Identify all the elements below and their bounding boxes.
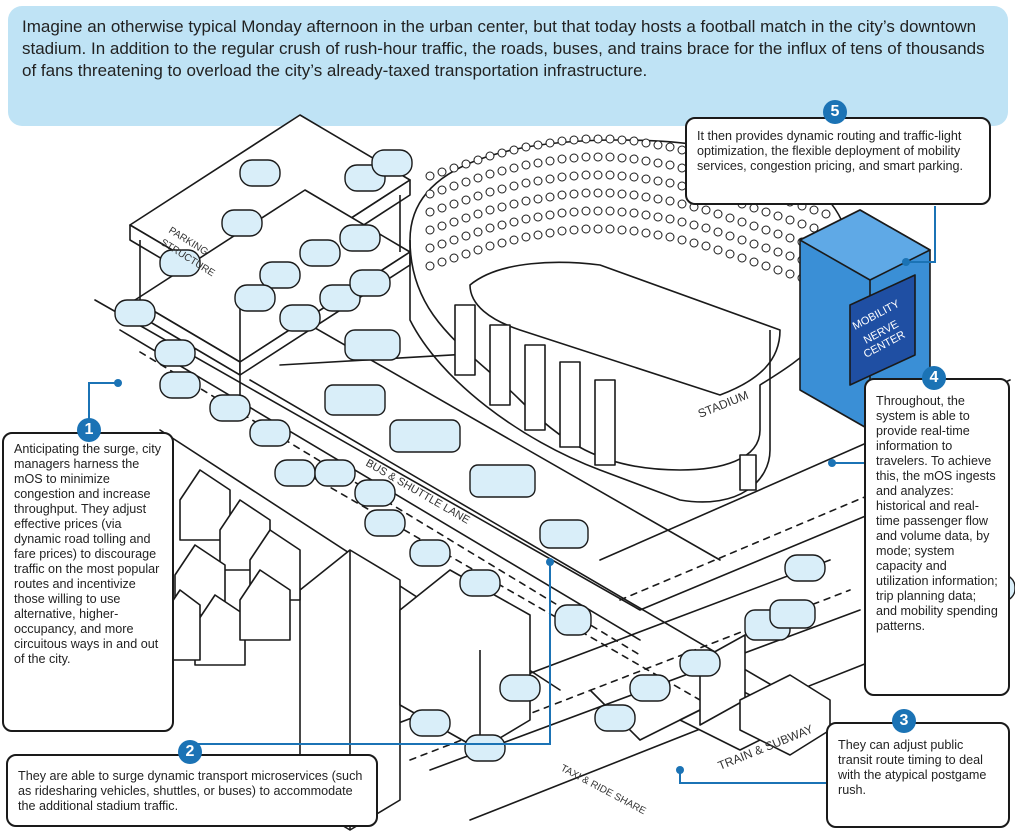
bus (344, 329, 401, 361)
car (154, 339, 196, 367)
car (221, 209, 263, 237)
car (319, 284, 361, 312)
taxi-label: TAXI & RIDE SHARE (559, 763, 648, 817)
stadium-gate (454, 304, 476, 376)
callout-1: Anticipating the surge, city managers ha… (2, 432, 174, 732)
leader-dot (114, 379, 122, 387)
callout-1-badge: 1 (77, 418, 101, 442)
callout-5: It then provides dynamic routing and tra… (685, 117, 991, 205)
stadium-door (739, 454, 757, 491)
callout-4: Throughout, the system is able to provid… (864, 378, 1010, 696)
car (209, 394, 251, 422)
stadium-wall (409, 240, 771, 503)
bus (389, 419, 461, 453)
car (784, 554, 826, 582)
callout-2-badge: 2 (178, 740, 202, 764)
callout-2-text: They are able to surge dynamic transport… (18, 769, 363, 813)
callout-1-text: Anticipating the surge, city managers ha… (14, 442, 162, 666)
car (459, 569, 501, 597)
car (629, 674, 671, 702)
stadium-gate (559, 361, 581, 448)
intro-panel: Imagine an otherwise typical Monday afte… (8, 6, 1008, 126)
house (239, 569, 291, 641)
car (409, 709, 451, 737)
leader-line-5 (906, 206, 936, 263)
stadium-gate (489, 324, 511, 406)
road-edge (469, 649, 901, 821)
car (279, 304, 321, 332)
callout-5-badge: 5 (823, 100, 847, 124)
intro-text: Imagine an otherwise typical Monday afte… (22, 17, 985, 80)
mobility-nerve-center (799, 209, 931, 431)
callout-3: They can adjust public transit route tim… (826, 722, 1010, 828)
car (249, 419, 291, 447)
stadium-gate (524, 344, 546, 431)
road-center-line (619, 439, 1001, 601)
car (159, 371, 201, 399)
road-edge (249, 379, 781, 691)
leader-dot (546, 558, 554, 566)
stadium-crowd (425, 134, 831, 291)
callout-3-text: They can adjust public transit route tim… (838, 738, 987, 797)
leader-dot (828, 459, 836, 467)
car (679, 649, 721, 677)
vehicles (114, 149, 1015, 762)
car (339, 224, 381, 252)
car (114, 299, 156, 327)
car (349, 269, 391, 297)
car (259, 261, 301, 289)
car (314, 459, 356, 487)
car (464, 734, 506, 762)
stadium-field (469, 261, 781, 396)
callout-2: They are able to surge dynamic transport… (6, 754, 378, 827)
bus (324, 384, 386, 416)
leader-dot (676, 766, 684, 774)
shuttle (539, 519, 589, 549)
car (159, 249, 201, 277)
bus (469, 464, 536, 498)
car (409, 539, 451, 567)
car (594, 704, 636, 732)
car (239, 159, 281, 187)
car (364, 509, 406, 537)
callout-5-text: It then provides dynamic routing and tra… (697, 129, 963, 173)
leader-dot (902, 258, 910, 266)
leader-line-1 (88, 382, 118, 430)
low-building (399, 569, 531, 751)
callout-4-badge: 4 (922, 366, 946, 390)
car (499, 674, 541, 702)
callout-4-text: Throughout, the system is able to provid… (876, 394, 998, 633)
car (371, 149, 413, 177)
stadium-gate (594, 379, 616, 466)
car (554, 604, 592, 636)
car (234, 284, 276, 312)
callout-3-badge: 3 (892, 709, 916, 733)
car (274, 459, 316, 487)
leader-line-3 (679, 770, 830, 784)
train (769, 599, 816, 629)
car (354, 479, 396, 507)
car (299, 239, 341, 267)
